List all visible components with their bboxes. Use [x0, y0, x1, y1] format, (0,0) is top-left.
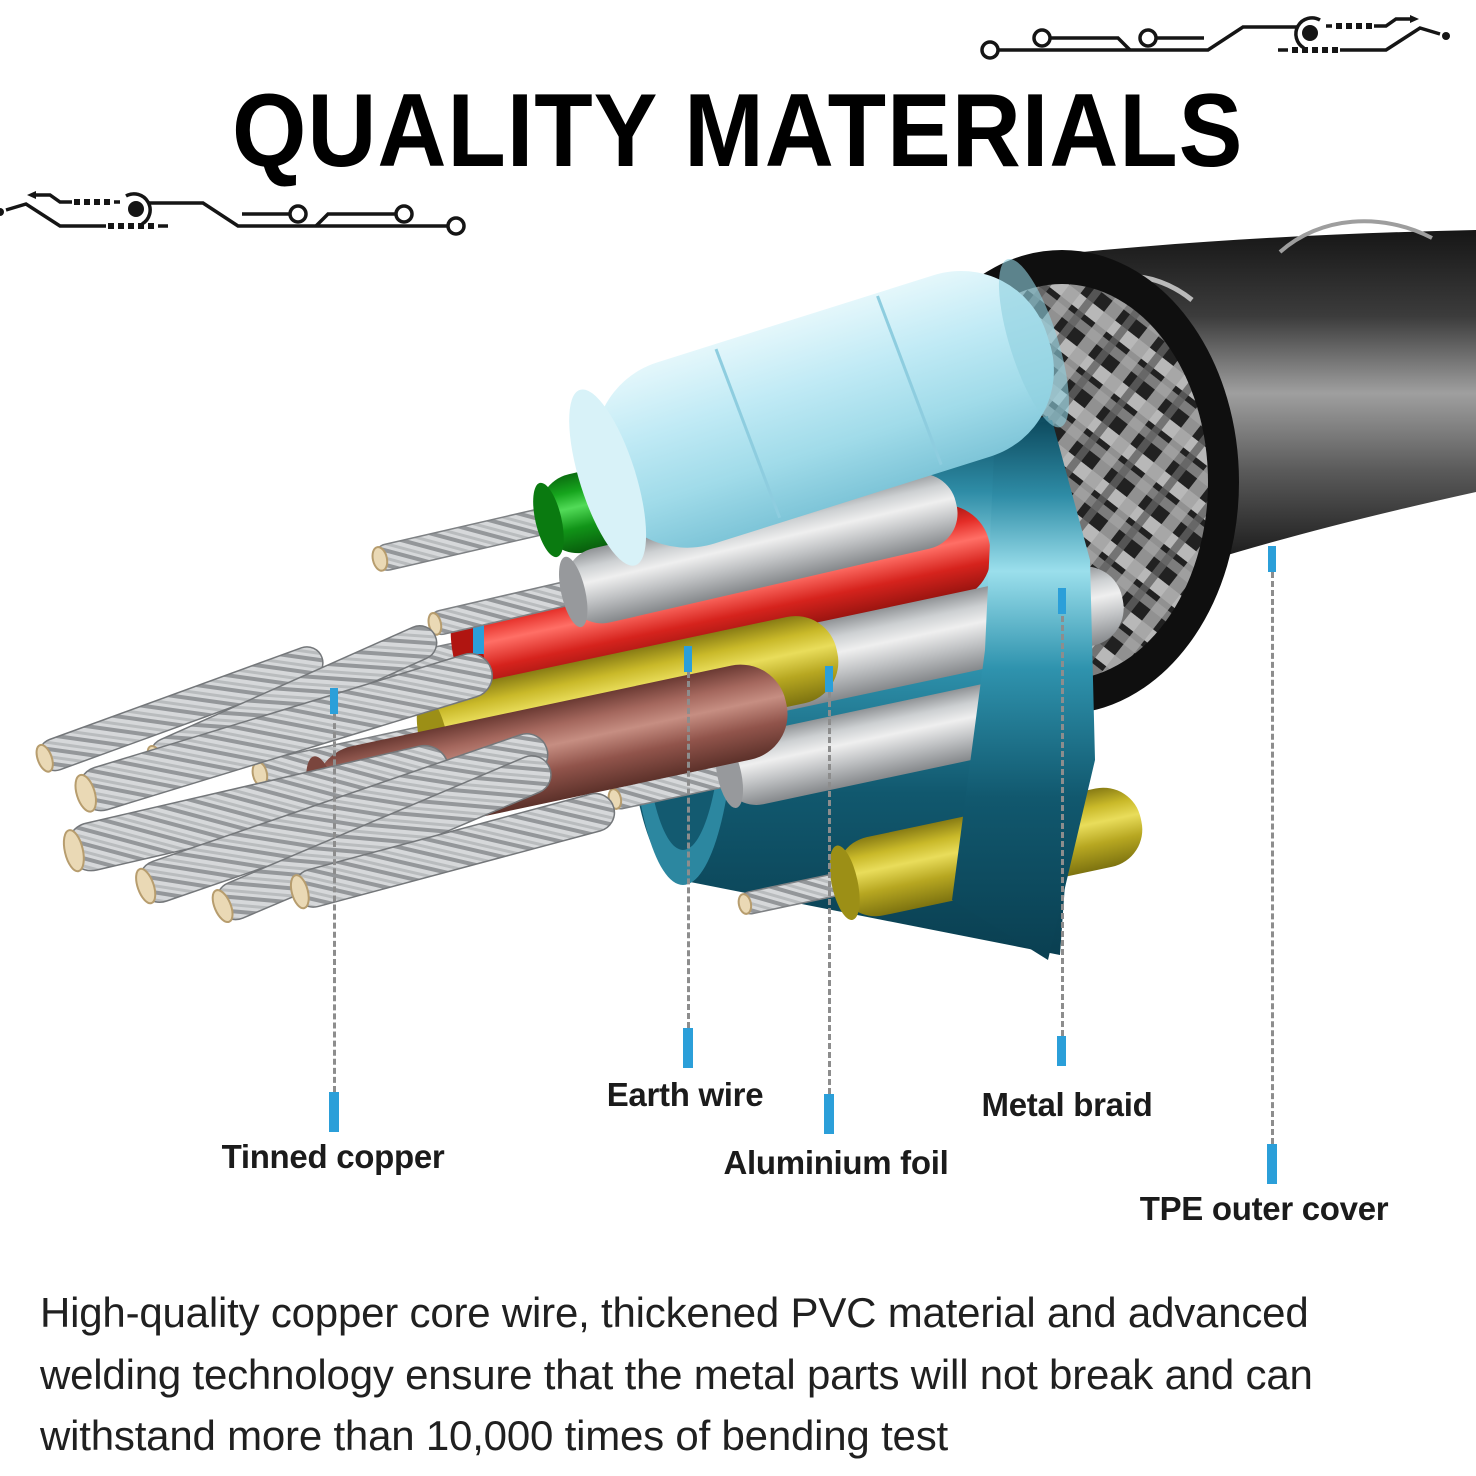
aluminium-foil-front-band	[952, 420, 1095, 960]
marker-earth-wire-bottom	[683, 1028, 693, 1068]
label-earth-wire: Earth wire	[606, 1076, 764, 1113]
wire-white-top	[427, 473, 958, 636]
marker-tinned-copper-top	[330, 688, 338, 714]
foil-wrap-pale	[569, 258, 1069, 566]
page-title: QUALITY MATERIALS	[0, 73, 1476, 189]
label-aluminium-foil: Aluminium foil	[723, 1144, 949, 1181]
label-tinned-copper: Tinned copper	[221, 1138, 445, 1175]
label-metal-braid: Metal braid	[981, 1086, 1153, 1123]
marker-inner-blue	[473, 622, 484, 654]
marker-earth-wire-top	[684, 646, 692, 672]
leader-metal-braid	[1061, 616, 1064, 1036]
label-tpe-outer-cover: TPE outer cover	[1139, 1190, 1389, 1227]
tinned-copper-strands	[35, 625, 616, 924]
marker-metal-braid-top	[1058, 588, 1066, 614]
marker-aluminium-foil-top	[825, 666, 833, 692]
leader-tpe-outer-cover	[1271, 572, 1274, 1144]
marker-tpe-outer-cover-top	[1268, 546, 1276, 572]
description-text: High-quality copper core wire, thickened…	[40, 1289, 1313, 1460]
leader-earth-wire	[687, 672, 690, 1028]
circuit-trace-top-right	[980, 13, 1452, 60]
page-title-text: QUALITY MATERIALS	[232, 73, 1244, 189]
circuit-trace-left	[0, 189, 466, 236]
leader-tinned-copper	[333, 714, 336, 1092]
marker-metal-braid-bottom	[1057, 1036, 1066, 1066]
marker-tpe-outer-cover-bottom	[1267, 1144, 1277, 1184]
marker-aluminium-foil-bottom	[824, 1094, 834, 1134]
leader-aluminium-foil	[828, 692, 831, 1094]
marker-tinned-copper-bottom	[329, 1092, 339, 1132]
